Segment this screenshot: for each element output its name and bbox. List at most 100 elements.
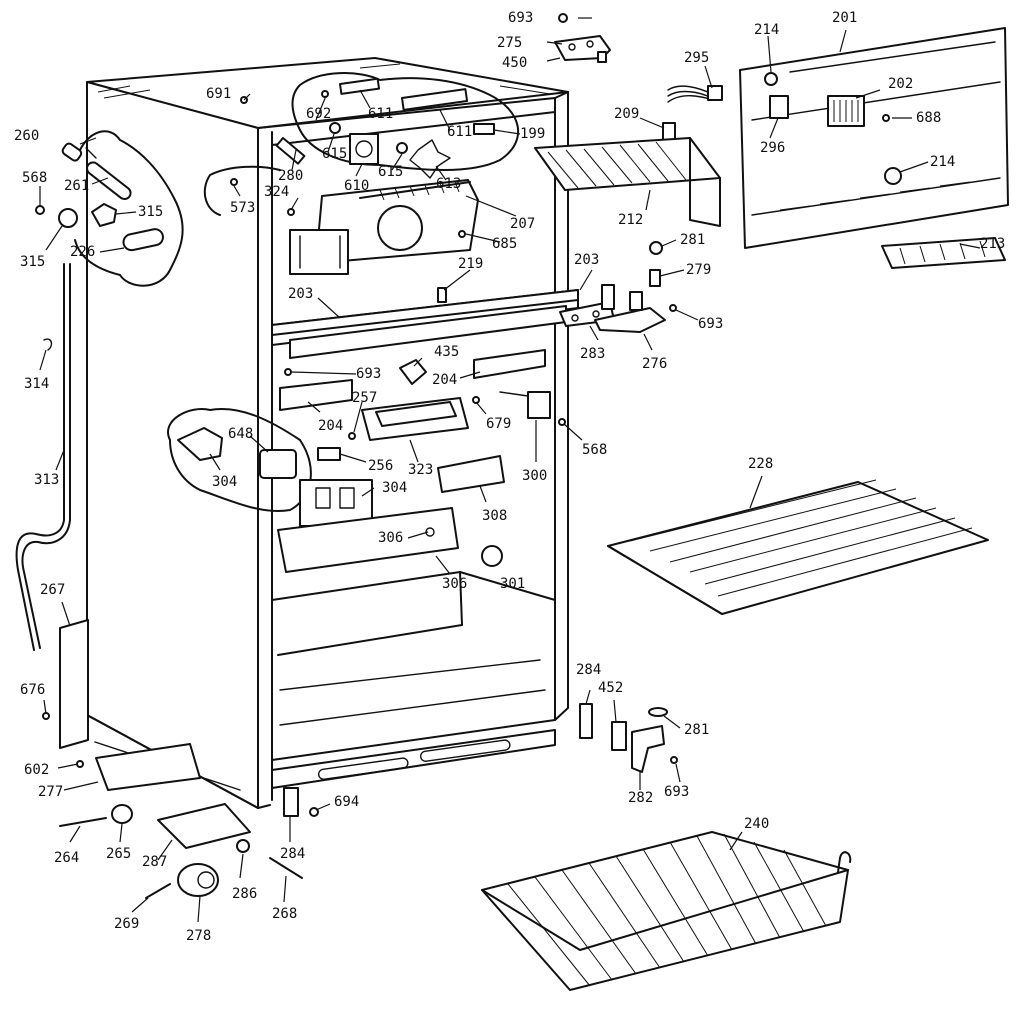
label-part-257: 257 — [352, 390, 377, 406]
label-part-301: 301 — [500, 576, 525, 592]
cloud-left-lower — [167, 408, 312, 512]
label-part-204-left: 204 — [318, 418, 343, 434]
part-286-screw — [236, 839, 250, 853]
part-611-bracket-b — [400, 88, 469, 111]
part-323-control-housing — [361, 397, 469, 441]
part-610-fan-motor — [349, 133, 379, 165]
part-275-top-hinge — [554, 35, 611, 63]
part-314-clip — [43, 338, 53, 351]
part-240-wire-basket — [481, 831, 852, 991]
label-part-199: 199 — [520, 126, 545, 142]
part-281-washer-bottom — [648, 707, 668, 717]
screw-set — [42, 13, 890, 817]
label-part-676: 676 — [20, 682, 45, 698]
label-part-281-bottom: 281 — [684, 722, 709, 738]
part-201-freezer-back-panel — [739, 27, 1009, 249]
part-301-knob — [481, 545, 503, 567]
label-part-450: 450 — [502, 55, 527, 71]
part-280-drain-tube — [275, 136, 306, 165]
label-part-315-right: 315 — [138, 204, 163, 220]
label-part-602: 602 — [24, 762, 49, 778]
label-part-226: 226 — [70, 244, 95, 260]
part-204-bracket-right — [473, 349, 546, 379]
label-part-284-bottom: 284 — [280, 846, 305, 862]
part-267-panel — [59, 619, 89, 749]
label-part-296: 296 — [760, 140, 785, 156]
label-part-648: 648 — [228, 426, 253, 442]
label-part-611-a: 611 — [368, 106, 393, 122]
label-part-611-b: 611 — [447, 124, 472, 140]
part-276-hinge-pin — [594, 291, 666, 333]
label-part-209: 209 — [614, 106, 639, 122]
label-part-280: 280 — [278, 168, 303, 184]
part-568-screw — [35, 205, 45, 215]
part-204-bracket-left — [279, 379, 353, 411]
label-part-314: 314 — [24, 376, 49, 392]
leader-lines — [39, 29, 981, 923]
label-part-276: 276 — [642, 356, 667, 372]
label-part-219: 219 — [458, 256, 483, 272]
cabinet-body — [86, 57, 579, 809]
cloud-center-mid — [203, 165, 281, 216]
part-264-pin — [59, 817, 107, 827]
part-315-washer — [91, 203, 117, 227]
part-295-wire-harness — [667, 85, 723, 103]
part-452-shim — [611, 721, 627, 751]
part-labels: 693 275 450 214 201 295 202 691 692 611 … — [14, 10, 1005, 944]
label-part-202: 202 — [888, 76, 913, 92]
label-part-268: 268 — [272, 906, 297, 922]
part-615-grommet-2 — [396, 142, 408, 154]
label-part-279: 279 — [686, 262, 711, 278]
part-256-switch — [317, 447, 341, 461]
label-part-277: 277 — [38, 784, 63, 800]
label-part-691: 691 — [206, 86, 231, 102]
label-part-256: 256 — [368, 458, 393, 474]
label-part-264: 264 — [54, 850, 79, 866]
part-277-rail — [95, 743, 201, 791]
label-part-207: 207 — [510, 216, 535, 232]
label-part-688: 688 — [916, 110, 941, 126]
label-part-679: 679 — [486, 416, 511, 432]
part-315-nut — [58, 208, 78, 228]
part-287-roller-bracket — [157, 803, 251, 849]
label-part-260: 260 — [14, 128, 39, 144]
label-part-692: 692 — [306, 106, 331, 122]
label-part-203-right: 203 — [574, 252, 599, 268]
label-part-693-right: 693 — [698, 316, 723, 332]
label-part-304-right: 304 — [382, 480, 407, 496]
label-part-613: 613 — [436, 176, 461, 192]
label-part-261: 261 — [64, 178, 89, 194]
label-part-278: 278 — [186, 928, 211, 944]
label-part-275: 275 — [497, 35, 522, 51]
part-308-bracket — [437, 455, 505, 493]
label-part-300: 300 — [522, 468, 547, 484]
part-300-defrost-timer — [499, 391, 551, 419]
label-part-281-top: 281 — [680, 232, 705, 248]
label-part-286: 286 — [232, 886, 257, 902]
part-648-relay — [177, 427, 223, 461]
cloud-center-top — [291, 72, 519, 171]
label-part-306-bottom: 306 — [442, 576, 467, 592]
part-435-cover — [399, 359, 427, 385]
cloud-left — [74, 130, 184, 287]
part-278-roller — [177, 863, 219, 897]
label-part-214-mid: 214 — [930, 154, 955, 170]
label-part-284-right: 284 — [576, 662, 601, 678]
part-219-sensor — [437, 287, 447, 303]
label-part-304-left: 304 — [212, 474, 237, 490]
label-part-323: 323 — [408, 462, 433, 478]
label-part-287: 287 — [142, 854, 167, 870]
label-part-610: 610 — [344, 178, 369, 194]
label-part-265: 265 — [106, 846, 131, 862]
label-part-694: 694 — [334, 794, 359, 810]
label-part-240: 240 — [744, 816, 769, 832]
label-part-452: 452 — [598, 680, 623, 696]
label-part-568-right: 568 — [582, 442, 607, 458]
label-part-282: 282 — [628, 790, 653, 806]
label-part-203-left: 203 — [288, 286, 313, 302]
part-269-pin — [145, 883, 171, 899]
part-260-fitting — [61, 142, 97, 162]
label-part-693-top: 693 — [508, 10, 533, 26]
label-part-283: 283 — [580, 346, 605, 362]
